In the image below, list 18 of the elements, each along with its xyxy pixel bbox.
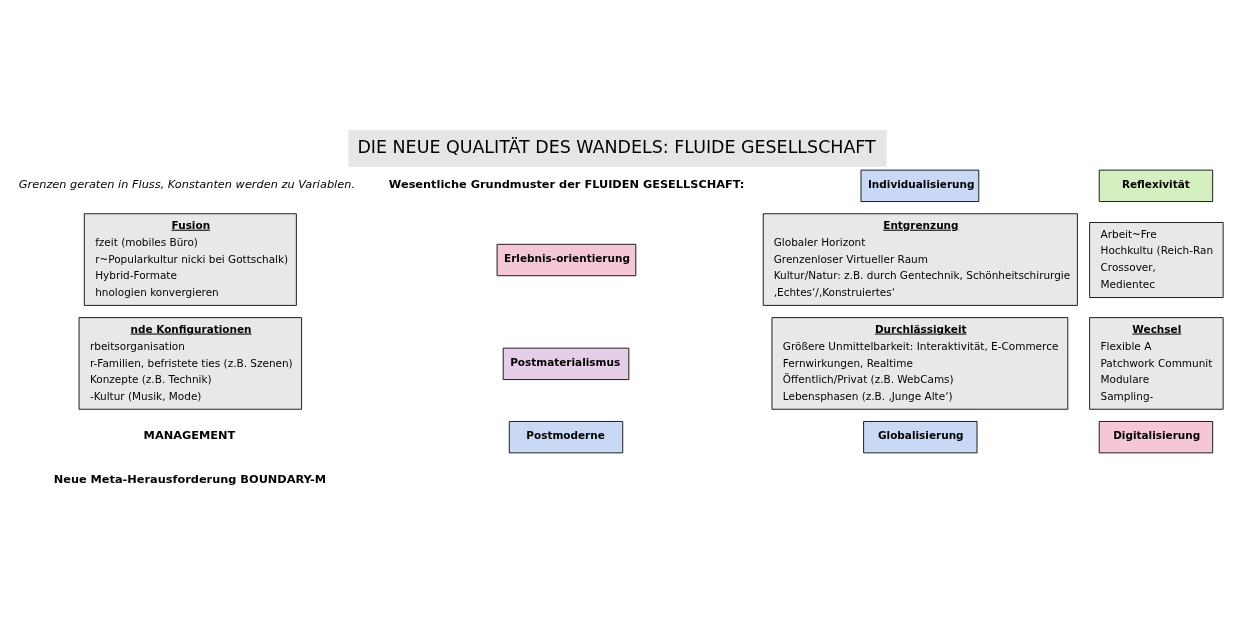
- node-box: Fusion fzeit (mobiles Büro) r~Popularkultur nicki bei Gottschalk) Hybrid-Formate hnologien konvergieren: [83, 212, 297, 306]
- label: Neue Meta-Herausforderung BOUNDARY-M: [53, 471, 327, 486]
- node-box: Wechsel Flexible A Patchwork Communit Modulare Sampling-: [1089, 316, 1224, 410]
- node-box: Digitalisierung: [1098, 420, 1214, 453]
- node-box: Erlebnis-orientierung: [496, 243, 637, 276]
- node-box: Postmoderne: [508, 420, 624, 453]
- label: Grenzen geraten in Fluss, Konstanten werden zu Variablen.: [18, 176, 356, 191]
- node-box: nde Konfigurationen rbeitsorganisation r-Familien, befristete ties (z.B. Szenen) Konzepte (z.B. Technik) -Kultur (Musik, Mode): [78, 316, 303, 410]
- label: Wesentliche Grundmuster der FLUIDEN GESELLSCHAFT:: [388, 176, 745, 191]
- label: MANAGEMENT: [143, 427, 236, 442]
- node-box: Reflexivität: [1098, 169, 1214, 202]
- node-box: Individualisierung: [860, 169, 980, 202]
- node-box: Entgrenzung Globaler Horizont Grenzenloser Virtueller Raum Kultur/Natur: z.B. durch Gentechnik, Schönheitschirurgie ‚Echtes‘/‚Konstruiertes‘: [762, 212, 1078, 306]
- node-box: Durchlässigkeit Größere Unmittelbarkeit: Interaktivität, E-Commerce Fernwirkungen, Realtime Öffentlich/Privat (z.B. WebCams) Lebensphasen (z.B. ‚Junge Alte‘): [771, 316, 1069, 410]
- node-box: Postmaterialismus: [502, 347, 630, 380]
- node-box: Globalisierung: [863, 420, 978, 453]
- diagram-title: DIE NEUE QUALITÄT DES WANDELS: FLUIDE GESELLSCHAFT: [357, 136, 876, 157]
- node-box: Arbeit~Fre Hochkultu (Reich-Ran Crossover, Medientec: [1089, 221, 1224, 298]
